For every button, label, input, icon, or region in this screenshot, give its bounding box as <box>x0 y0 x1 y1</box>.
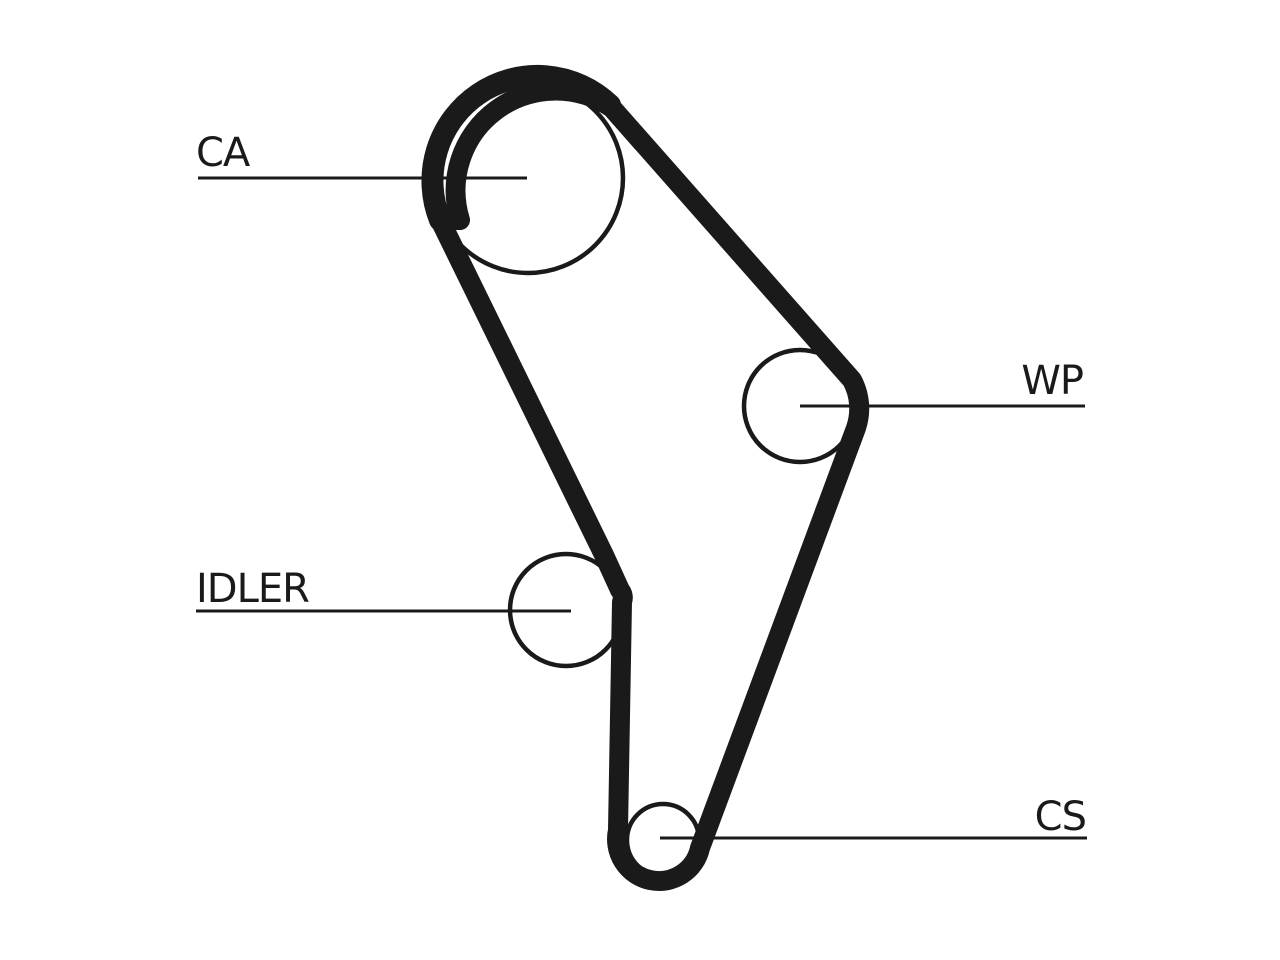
water-pump-label: WP <box>1021 358 1083 404</box>
crankshaft-pulley <box>624 801 702 879</box>
camshaft-label: CA <box>196 130 251 176</box>
crankshaft-label: CS <box>1035 794 1086 840</box>
timing-belt <box>430 80 870 891</box>
idler-label: IDLER <box>196 566 309 612</box>
